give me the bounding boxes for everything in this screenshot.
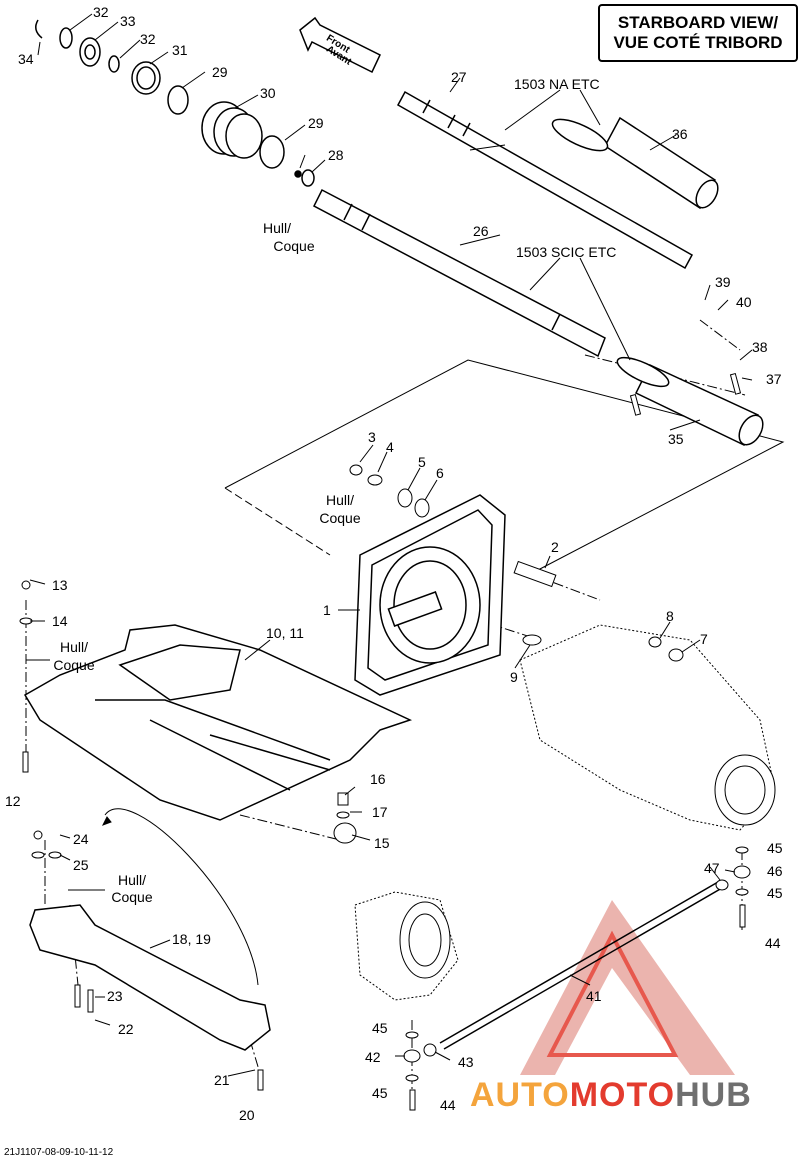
callout-5: 5 [418, 454, 426, 470]
steering-nozzle [354, 891, 459, 1001]
callout-31: 31 [172, 42, 188, 58]
callout-45d: 45 [372, 1085, 388, 1101]
callout-17: 17 [372, 804, 388, 820]
callout-14: 14 [52, 613, 68, 629]
callout-29a: 29 [212, 64, 228, 80]
callout-2: 2 [551, 539, 559, 555]
callout-42: 42 [365, 1049, 381, 1065]
steering-rod [439, 881, 723, 1050]
venturi-housing [519, 624, 776, 831]
drive-shaft-27 [396, 90, 694, 270]
callout-4: 4 [386, 439, 394, 455]
na-etc-label: 1503 NA ETC [514, 76, 600, 92]
callout-8: 8 [666, 608, 674, 624]
callout-44a: 44 [765, 935, 781, 951]
callout-33: 33 [120, 13, 136, 29]
callout-23: 23 [107, 988, 123, 1004]
ride-plate-support [29, 904, 271, 1051]
callout-13: 13 [52, 577, 68, 593]
callout-30: 30 [260, 85, 276, 101]
callout-34: 34 [18, 51, 34, 67]
hull-label-left: Hull/ [60, 639, 88, 655]
callout-6: 6 [436, 465, 444, 481]
callout-21: 21 [214, 1072, 230, 1088]
callout-43: 43 [458, 1054, 474, 1070]
hull-label-mid: Hull/ [326, 492, 354, 508]
callout-18-19: 18, 19 [172, 931, 211, 947]
callout-40: 40 [736, 294, 752, 310]
watermark-part2: MOTO [569, 1076, 676, 1114]
callout-35: 35 [668, 431, 684, 447]
callout-16: 16 [370, 771, 386, 787]
reference-code: 21J1107-08-09-10-11-12 [4, 1147, 114, 1158]
callout-47: 47 [704, 860, 720, 876]
view-title-line2: VUE COTÉ TRIBORD [613, 33, 783, 52]
callout-38: 38 [752, 339, 768, 355]
callout-20: 20 [239, 1107, 255, 1123]
callout-3: 3 [368, 429, 376, 445]
view-title-box: STARBOARD VIEW/ VUE COTÉ TRIBORD [598, 4, 798, 62]
callout-45b: 45 [767, 885, 783, 901]
tube-36 [551, 116, 719, 210]
callout-45c: 45 [372, 1020, 388, 1036]
watermark-brand: AUTOMOTOHUB [470, 1076, 752, 1115]
callout-32b: 32 [140, 31, 156, 47]
watermark-part3: HUB [675, 1076, 752, 1114]
callout-24: 24 [73, 831, 89, 847]
watermark-part1: AUTO [470, 1076, 570, 1114]
scic-etc-label: 1503 SCIC ETC [516, 244, 616, 260]
hull-label-lower: Hull/ [118, 872, 146, 888]
tube-35 [616, 356, 764, 447]
callout-9: 9 [510, 669, 518, 685]
callout-1: 1 [323, 602, 331, 618]
callout-28: 28 [328, 147, 344, 163]
hardware [19, 372, 751, 1111]
intake-grate [23, 624, 413, 821]
coque-label-mid: Coque [319, 510, 360, 526]
callout-15: 15 [374, 835, 390, 851]
callout-44b: 44 [440, 1097, 456, 1113]
coque-label-left: Coque [53, 657, 94, 673]
callout-12: 12 [5, 793, 21, 809]
callout-37: 37 [766, 371, 782, 387]
callout-41: 41 [586, 988, 602, 1004]
front-arrow-icon [299, 16, 381, 74]
drive-shaft-26 [313, 188, 606, 358]
callout-leaders [26, 13, 753, 1077]
callout-27: 27 [451, 69, 467, 85]
seal-stack [35, 19, 315, 187]
coque-label-top: Coque [273, 238, 314, 254]
view-title-line1: STARBOARD VIEW/ [617, 13, 779, 32]
coque-label-lower: Coque [111, 889, 152, 905]
callout-10-11: 10, 11 [266, 625, 304, 641]
callout-39: 39 [715, 274, 731, 290]
callout-46: 46 [767, 863, 783, 879]
callout-45a: 45 [767, 840, 783, 856]
hull-label-top: Hull/ [263, 220, 291, 236]
callout-7: 7 [700, 631, 708, 647]
callout-25: 25 [73, 857, 89, 873]
pump-housing [354, 494, 506, 696]
callout-36: 36 [672, 126, 688, 142]
callout-22: 22 [118, 1021, 134, 1037]
callout-32a: 32 [93, 4, 109, 20]
callout-29b: 29 [308, 115, 324, 131]
watermark-logo-icon [520, 900, 735, 1075]
callout-26: 26 [473, 223, 489, 239]
